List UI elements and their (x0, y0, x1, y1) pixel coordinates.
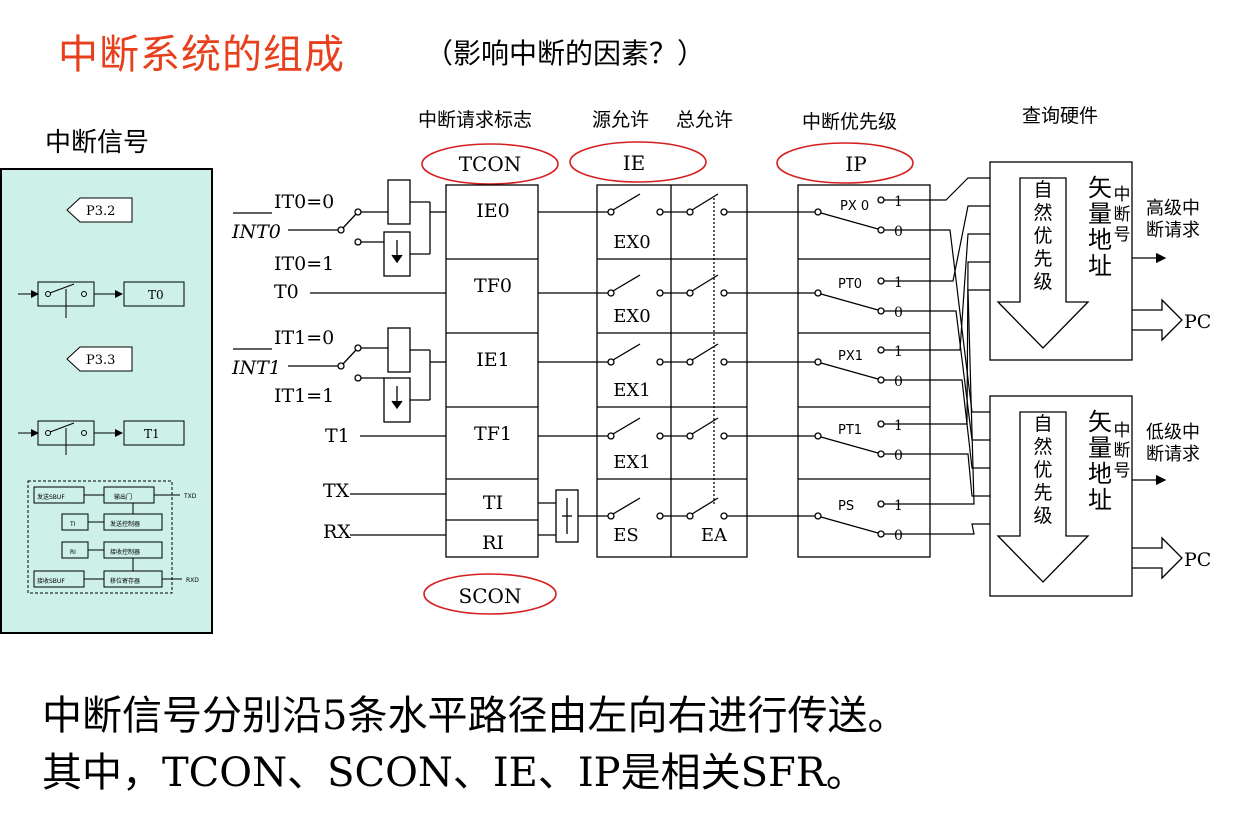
high-pc-arrow (1132, 298, 1183, 342)
routing-lines (930, 177, 990, 535)
high-vector-address-label: 矢量地址 (1088, 174, 1112, 280)
low-request-label: 低级中断请求 (1146, 422, 1200, 465)
priority-px0: PX 0 (840, 199, 869, 214)
low-natural-arrow (996, 411, 1090, 583)
high-priority-block (989, 161, 1133, 361)
priority-one-label: 1 (894, 275, 903, 291)
enable-column (538, 184, 748, 558)
flag-ti: TI (483, 492, 503, 514)
serial-block-0: 发送SBUF (37, 493, 65, 501)
header-polling: 查询硬件 (1022, 105, 1098, 127)
low-vector-address-label: 矢量地址 (1088, 408, 1112, 514)
enable-ex0-a: EX0 (613, 232, 650, 253)
serial-block-7: 移位寄存器 (110, 577, 140, 585)
serial-block-1: 输出门 (114, 493, 132, 501)
switch-rows (607, 193, 815, 520)
it1-1-label: IT1=1 (274, 385, 334, 407)
header-flags: 中断请求标志 (418, 109, 532, 131)
enable-ea: EA (701, 525, 728, 546)
low-interrupt-number-label: 中断号 (1114, 421, 1131, 481)
header-source-enable: 源允许 (592, 109, 649, 131)
enable-ex0-b: EX0 (613, 306, 650, 327)
ie-ellipse (569, 141, 707, 183)
flag-ie0: IE0 (476, 200, 509, 222)
high-natural-arrow (996, 177, 1090, 349)
priority-one-label: 1 (894, 498, 903, 514)
priority-switches (814, 196, 930, 538)
ip-ellipse (776, 142, 914, 184)
it0-1-label: IT0=1 (274, 253, 334, 275)
signal-source-panel (0, 168, 213, 634)
p33-tag (66, 346, 133, 372)
tcon-label: TCON (459, 152, 522, 176)
ie-label: IE (623, 151, 646, 175)
flag-tf0: TF0 (474, 275, 512, 297)
high-request-label: 高级中断请求 (1146, 198, 1200, 241)
tcon-ellipse (421, 143, 559, 185)
input-wiring (233, 179, 579, 543)
flag-tf1: TF1 (474, 423, 512, 445)
t1-input-label: T1 (325, 425, 350, 447)
high-pc-label: PC (1184, 311, 1211, 333)
bottom-caption-line1: 中断信号分别沿5条水平路径由左向右进行传送。 (42, 693, 908, 739)
p32-tag (66, 197, 133, 223)
enable-ex1-b: EX1 (613, 452, 650, 473)
serial-block-4: 接收控制器 (110, 548, 140, 556)
column-headers: 中断请求标志 源允许 总允许 中断优先级 查询硬件 (418, 105, 1098, 133)
low-natural-priority-label: 自然优先级 (1033, 413, 1052, 527)
int1-label: INT1 (231, 357, 281, 379)
serial-block-5: RI (70, 549, 76, 556)
rx-input-label: RX (323, 521, 351, 543)
enable-es: ES (613, 525, 638, 546)
high-natural-priority-label: 自然优先级 (1033, 179, 1052, 293)
rxd-label: RXD (186, 577, 199, 584)
serial-block-2: 发送控制器 (110, 520, 140, 528)
priority-one-label: 1 (894, 418, 903, 434)
header-global-enable: 总允许 (676, 109, 733, 131)
priority-zero-label: 0 (894, 374, 903, 390)
flag-ie1: IE1 (476, 349, 509, 371)
t0-input-label: T0 (274, 281, 299, 303)
side-panel-labels: P3.2 P3.3 T0 T1 发送SBUF 输出门 发送控制器 TI 接收控制… (37, 204, 199, 585)
priority-ps: PS (838, 499, 854, 514)
priority-zero-label: 0 (894, 305, 903, 321)
priority-one-label: 1 (894, 194, 903, 210)
page-title: 中断系统的组成 (58, 32, 345, 78)
priority-zero-label: 0 (894, 224, 903, 240)
high-interrupt-number-label: 中断号 (1114, 185, 1131, 245)
flag-ri: RI (482, 532, 504, 554)
priority-pt1: PT1 (838, 423, 862, 438)
enable-ex1-a: EX1 (613, 380, 650, 401)
serial-block-3: TI (69, 521, 76, 528)
page-subtitle: （影响中断的因素？） (425, 37, 706, 70)
priority-column (797, 184, 931, 558)
priority-px1: PX1 (838, 349, 863, 364)
low-pc-arrow (1132, 536, 1183, 580)
t1-block-label: T1 (144, 427, 160, 441)
int0-label: INT0 (231, 221, 281, 243)
txd-label: TXD (183, 493, 197, 500)
priority-pt0: PT0 (838, 277, 862, 292)
ip-label: IP (845, 152, 866, 176)
header-priority: 中断优先级 (802, 111, 897, 133)
low-pc-label: PC (1184, 549, 1211, 571)
p33-label: P3.3 (86, 353, 115, 368)
it0-0-label: IT0=0 (274, 191, 334, 213)
p32-label: P3.2 (86, 204, 115, 219)
side-panel-content (18, 197, 185, 594)
tx-input-label: TX (323, 480, 350, 502)
signal-heading: 中断信号 (45, 128, 150, 158)
flag-column (445, 184, 539, 558)
scon-ellipse (423, 573, 557, 615)
priority-zero-label: 0 (894, 528, 903, 544)
serial-block-6: 接收SBUF (37, 577, 65, 585)
priority-one-label: 1 (894, 344, 903, 360)
priority-zero-label: 0 (894, 448, 903, 464)
scon-label: SCON (459, 584, 522, 608)
it1-0-label: IT1=0 (274, 327, 334, 349)
bottom-caption-line2: 其中，TCON、SCON、IE、IP是相关SFR。 (42, 750, 866, 796)
t0-block-label: T0 (148, 288, 164, 302)
polling-hardware (989, 161, 1183, 597)
